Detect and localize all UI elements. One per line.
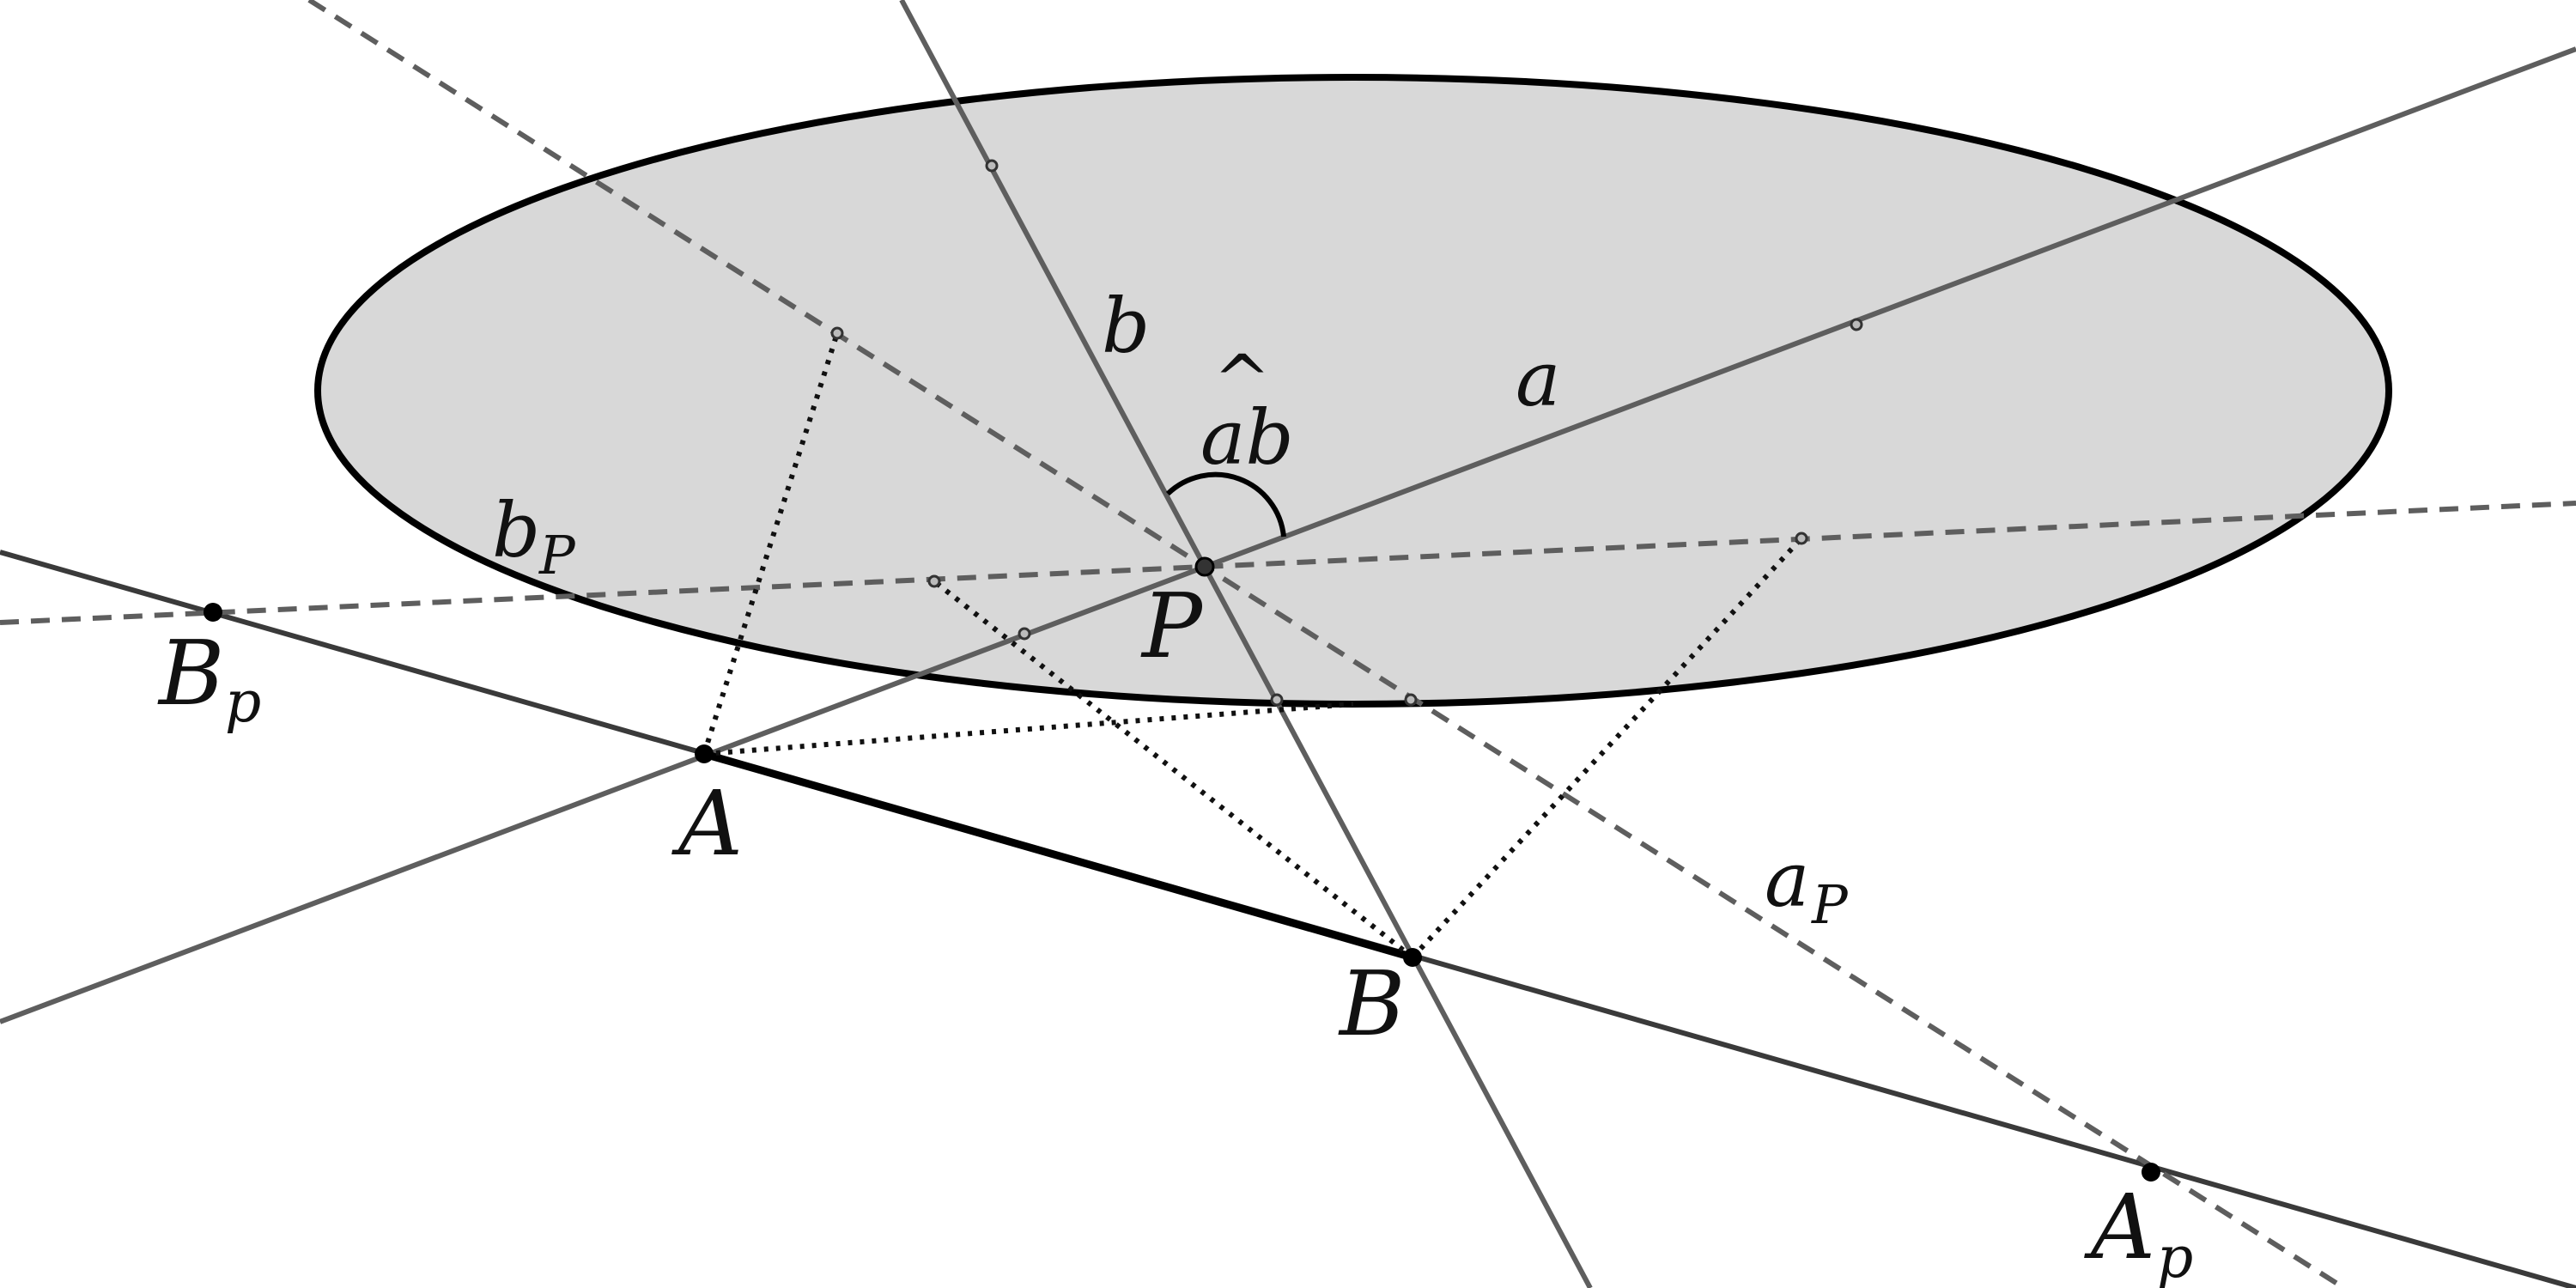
tangent-B-1 bbox=[933, 579, 1414, 960]
label-A: A bbox=[671, 771, 743, 876]
label-Ap-sub: p bbox=[2157, 1224, 2193, 1288]
label-a: a bbox=[1516, 335, 1560, 423]
label-angle-hat: ^ bbox=[1213, 340, 1271, 420]
label-Bp-sub: p bbox=[225, 669, 261, 735]
point-Bp bbox=[204, 603, 222, 622]
ellipse-conic bbox=[314, 74, 2392, 708]
label-Ap-main: A bbox=[2084, 1175, 2155, 1279]
intersection-point bbox=[927, 574, 941, 588]
point-Ap bbox=[2142, 1163, 2160, 1182]
label-Bp: B p bbox=[157, 621, 261, 735]
label-bP-main: b bbox=[492, 486, 540, 574]
conic-intersection-points bbox=[830, 159, 1863, 707]
label-bP: b P bbox=[492, 486, 576, 586]
label-aP-main: a bbox=[1765, 835, 1809, 924]
angle-arc bbox=[1165, 471, 1286, 538]
point-P bbox=[1194, 556, 1215, 577]
intersection-point bbox=[1404, 693, 1418, 707]
point-B bbox=[1403, 948, 1422, 967]
intersection-point bbox=[1018, 627, 1031, 641]
line-b bbox=[899, 0, 1593, 1288]
tangent-A-1 bbox=[702, 332, 840, 755]
label-bP-sub: P bbox=[538, 524, 576, 586]
intersection-point bbox=[830, 326, 844, 340]
label-P: P bbox=[1140, 574, 1204, 678]
line-bP bbox=[0, 501, 2576, 625]
label-aP-sub: P bbox=[1811, 873, 1849, 936]
line-a bbox=[0, 46, 2576, 1024]
label-aP: a P bbox=[1765, 835, 1849, 936]
segment-AB bbox=[702, 750, 1414, 962]
label-angle: ab bbox=[1200, 393, 1294, 482]
intersection-point bbox=[985, 159, 999, 173]
label-b: b bbox=[1102, 282, 1150, 370]
intersection-point bbox=[1850, 318, 1863, 331]
label-B: B bbox=[1338, 951, 1405, 1056]
point-A bbox=[695, 744, 714, 763]
label-Ap: A p bbox=[2084, 1175, 2193, 1288]
tangent-A-2 bbox=[703, 702, 1354, 756]
intersection-point bbox=[1270, 693, 1284, 707]
intersection-point bbox=[1795, 532, 1808, 545]
label-Bp-main: B bbox=[157, 621, 224, 726]
